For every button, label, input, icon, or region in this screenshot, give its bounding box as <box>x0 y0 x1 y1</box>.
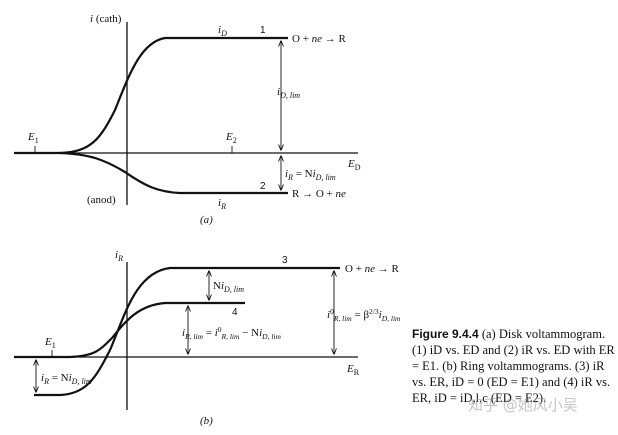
curve-1-label: iD <box>218 24 227 38</box>
panel-b: iR ER E1 3 O + ne → R 4 NiD, lim iR, lim… <box>14 249 401 427</box>
panel-a-e1-label: E1 <box>27 131 39 145</box>
curve-2-number: 2 <box>260 181 266 192</box>
curve-4 <box>14 301 245 359</box>
curve-4-number: 4 <box>232 307 238 318</box>
caption-text: (a) Disk voltammogram. (1) iD vs. ED and… <box>412 327 615 405</box>
panel-b-x-axis-label: ER <box>346 363 360 377</box>
figure-caption: Figure 9.4.4 (a) Disk voltammogram. (1) … <box>412 326 616 406</box>
dim-upper-label: iD, lim <box>277 86 300 100</box>
curve-3-number: 3 <box>282 255 288 266</box>
watermark-text: 知乎 @她风小吴 <box>468 396 578 414</box>
curve-3 <box>34 266 340 397</box>
dim-mid-label: iR, lim = i0R, lim − NiD, lim <box>182 325 281 341</box>
caption-title: Figure 9.4.4 <box>412 327 479 341</box>
panel-a-y-axis-label: i (cath) <box>90 13 122 25</box>
curve-2-ring <box>59 151 288 195</box>
panel-a-anod-label: (anod) <box>87 194 116 206</box>
panel-a-label: (a) <box>200 214 213 226</box>
panel-a-e2-label: E2 <box>225 131 237 145</box>
panel-b-label: (b) <box>200 415 213 427</box>
curve-1-number: 1 <box>260 25 266 36</box>
dim-lower-label: iR = NiD, lim <box>285 168 336 182</box>
dim-right-label: i0R, lim = β2/3iD, lim <box>327 307 401 323</box>
panel-b-e1-label: E1 <box>44 336 56 350</box>
curve-2-reaction: R → O + ne <box>292 188 346 200</box>
dim-bottom-label: iR = NiD, lim <box>41 372 92 386</box>
curve-1-reaction: O + ne → R <box>292 33 347 45</box>
dim-top-label: NiD, lim <box>213 280 244 294</box>
panel-b-y-axis-label: iR <box>115 249 123 263</box>
panel-a-x-axis-label: ED <box>347 158 361 172</box>
panel-a: i (cath) (anod) ED E1 E2 1 iD O + ne → R… <box>14 13 361 226</box>
curve-1-disk <box>14 36 288 155</box>
curve-2-label: iR <box>218 197 226 211</box>
curve-3-reaction: O + ne → R <box>345 263 400 275</box>
